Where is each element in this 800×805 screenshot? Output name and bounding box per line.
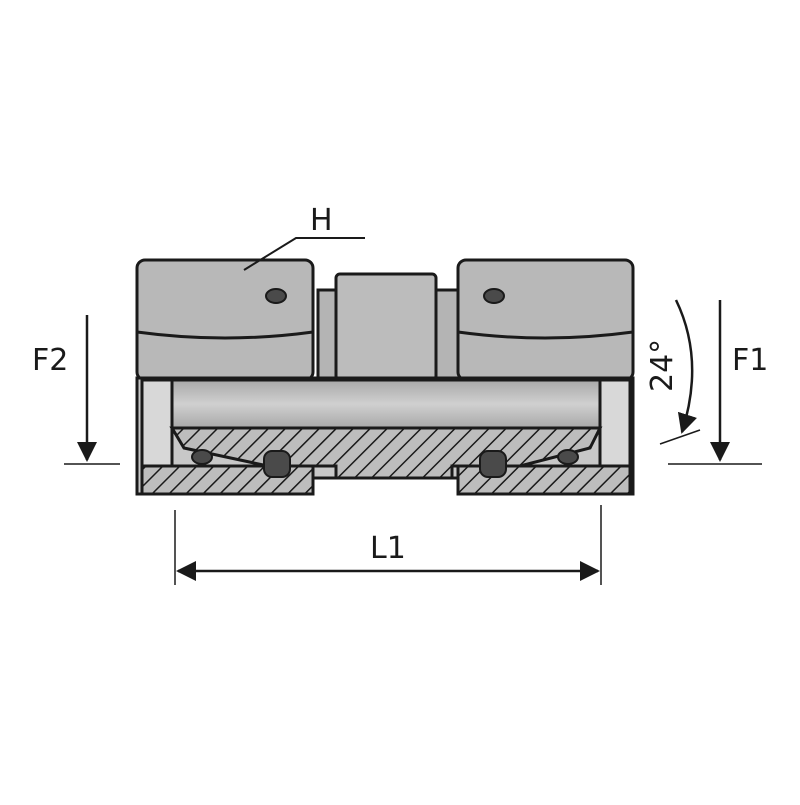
left-nut-hole xyxy=(265,288,287,304)
center-body xyxy=(316,272,470,382)
left-nut xyxy=(135,258,315,382)
cone-angle-dimension: 24° xyxy=(645,299,701,445)
right-nut-hole xyxy=(483,288,505,304)
l1-label: L1 xyxy=(370,531,406,566)
left-seal xyxy=(263,450,291,478)
hex-label: H xyxy=(310,203,333,238)
right-seal xyxy=(479,450,507,478)
l1-dimension: L1 xyxy=(174,505,602,585)
f1-label: F1 xyxy=(732,343,768,378)
hex-callout: H xyxy=(243,203,365,271)
cross-section xyxy=(135,376,635,496)
f2-dimension: F2 xyxy=(32,315,120,465)
f2-label: F2 xyxy=(32,343,68,378)
inner-tube xyxy=(148,378,622,430)
right-nut xyxy=(456,258,635,382)
right-ring xyxy=(557,449,579,465)
f1-dimension: F1 xyxy=(668,300,768,465)
cone-angle-label: 24° xyxy=(645,339,680,392)
left-ring xyxy=(191,449,213,465)
